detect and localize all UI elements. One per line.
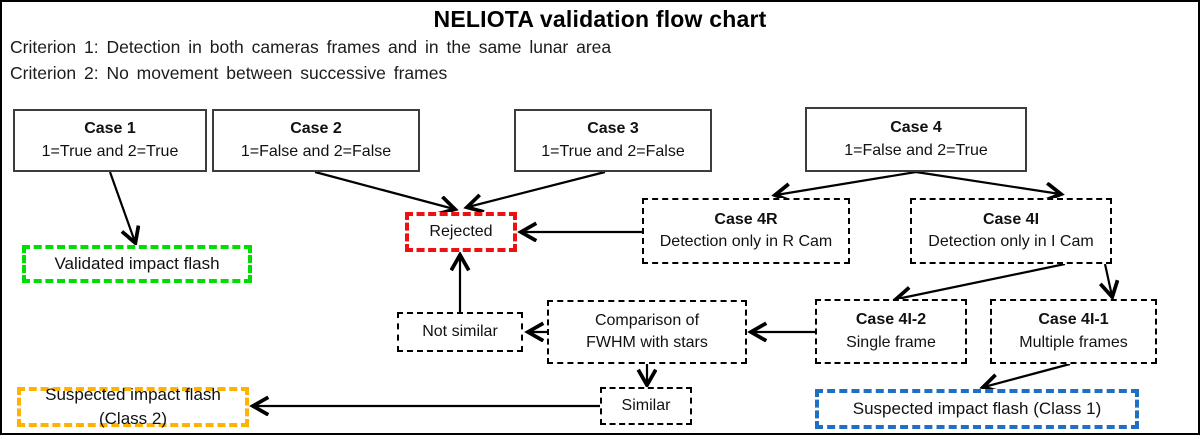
- node-case-4i: Case 4I Detection only in I Cam: [910, 198, 1112, 264]
- comparison-line-2: FWHM with stars: [586, 334, 708, 351]
- case-1-condition: 1=True and 2=True: [41, 142, 179, 160]
- case-4i-1-title: Case 4I-1: [1038, 311, 1109, 329]
- node-similar: Similar: [600, 387, 692, 425]
- case-3-condition: 1=True and 2=False: [541, 142, 685, 160]
- arrow-case1-to-validated: [108, 171, 135, 242]
- case-4r-description: Detection only in R Cam: [659, 233, 833, 250]
- suspected-class-1-label: Suspected impact flash (Class 1): [852, 399, 1102, 419]
- case-4-title: Case 4: [890, 119, 942, 137]
- arrow-case2-to-rejected: [314, 170, 454, 209]
- arrow-case4i-to-case4i1: [1105, 263, 1112, 296]
- case-4r-title: Case 4R: [714, 210, 778, 228]
- node-comparison-fwhm: Comparison of FWHM with stars: [547, 300, 747, 364]
- node-case-1: Case 1 1=True and 2=True: [13, 109, 207, 172]
- validated-impact-flash-label: Validated impact flash: [54, 254, 220, 274]
- arrow-case4-to-case4r: [776, 170, 917, 195]
- arrow-case4-to-case4i: [915, 170, 1060, 194]
- case-2-condition: 1=False and 2=False: [240, 142, 392, 160]
- rejected-label: Rejected: [429, 222, 493, 240]
- criterion-2-text: Criterion 2: No movement between success…: [10, 63, 448, 83]
- node-case-4r: Case 4R Detection only in R Cam: [642, 198, 850, 264]
- case-4i-2-description: Single frame: [846, 333, 936, 351]
- node-case-2: Case 2 1=False and 2=False: [212, 109, 420, 172]
- case-4i-2-title: Case 4I-2: [855, 311, 927, 329]
- not-similar-label: Not similar: [422, 322, 498, 340]
- arrow-case4i1-to-suspected1: [984, 362, 1071, 387]
- node-case-4: Case 4 1=False and 2=True: [805, 107, 1027, 172]
- node-not-similar: Not similar: [397, 312, 523, 352]
- node-validated-impact-flash: Validated impact flash: [22, 245, 252, 283]
- similar-label: Similar: [621, 396, 671, 414]
- arrow-case3-to-rejected: [468, 170, 606, 207]
- node-case-4i-2: Case 4I-2 Single frame: [815, 299, 967, 364]
- page-title: NELIOTA validation flow chart: [433, 6, 767, 32]
- case-4-condition: 1=False and 2=True: [844, 141, 988, 159]
- node-case-3: Case 3 1=True and 2=False: [514, 109, 712, 172]
- comparison-line-1: Comparison of: [594, 311, 700, 329]
- case-1-title: Case 1: [84, 120, 136, 138]
- node-rejected: Rejected: [405, 212, 517, 252]
- case-4i-1-description: Multiple frames: [1019, 333, 1128, 351]
- case-4i-title: Case 4I: [982, 210, 1040, 228]
- case-2-title: Case 2: [290, 120, 342, 138]
- suspected-class-2-label: Suspected impact flash (Class 2): [45, 385, 221, 428]
- case-3-title: Case 3: [587, 120, 639, 138]
- node-suspected-impact-flash-class-1: Suspected impact flash (Class 1): [815, 389, 1139, 429]
- node-case-4i-1: Case 4I-1 Multiple frames: [990, 299, 1157, 364]
- arrow-case4i-to-case4i2: [897, 262, 1066, 299]
- case-4i-description: Detection only in I Cam: [928, 233, 1094, 250]
- criterion-1-text: Criterion 1: Detection in both cameras f…: [10, 37, 612, 57]
- node-suspected-impact-flash-class-2: Suspected impact flash (Class 2): [17, 385, 249, 428]
